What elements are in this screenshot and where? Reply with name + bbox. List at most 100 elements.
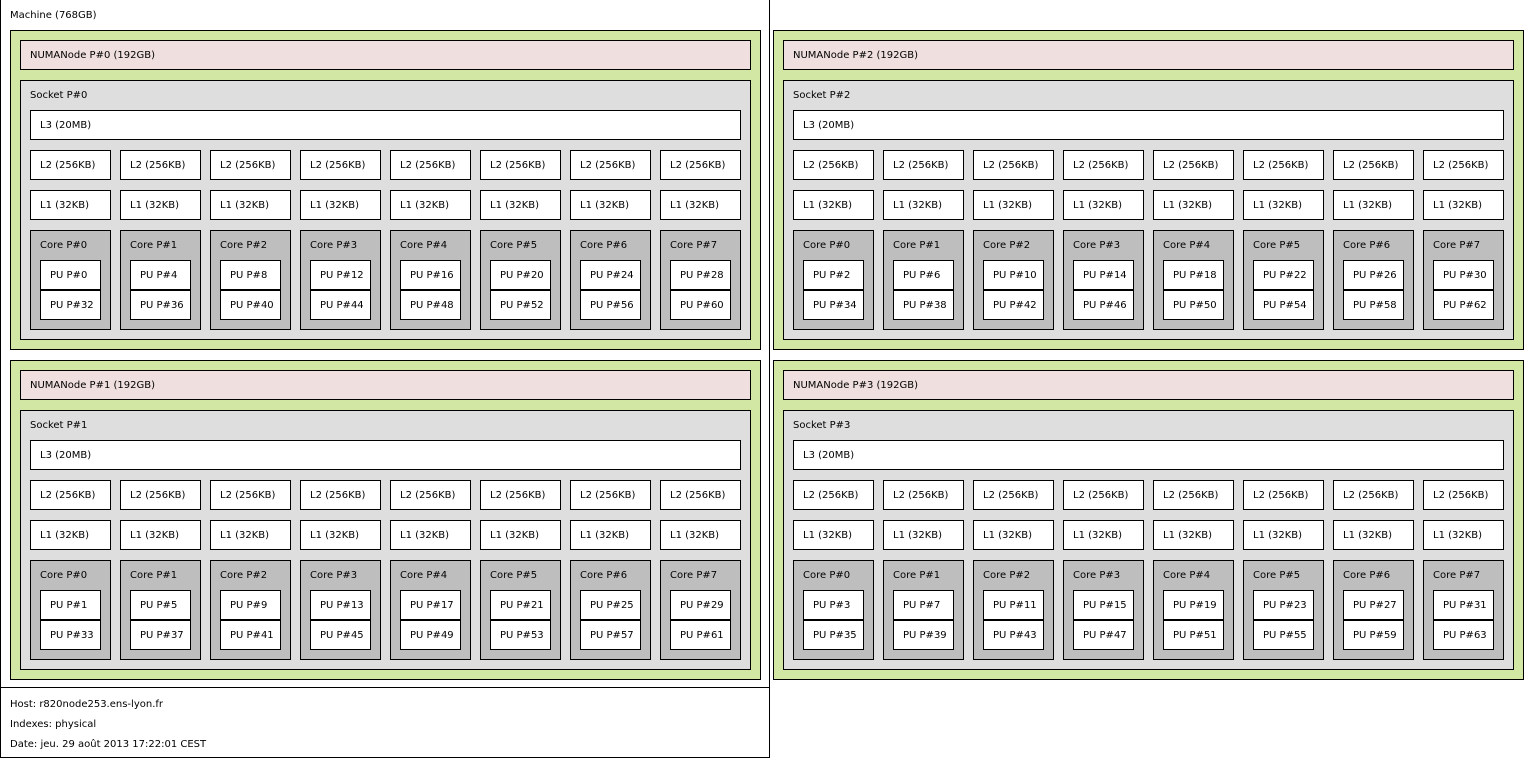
l1-cache <box>660 520 741 550</box>
socket-label: Socket P#2 <box>793 90 851 101</box>
l1-cache <box>30 520 111 550</box>
pu-label: PU P#37 <box>140 630 184 641</box>
pu-label: PU P#44 <box>320 300 364 311</box>
l1-cache <box>1063 190 1144 220</box>
l1-cache <box>120 190 201 220</box>
l1-cache <box>120 520 201 550</box>
l2-cache-label: L2 (256KB) <box>40 490 96 501</box>
l2-cache-label: L2 (256KB) <box>1073 490 1129 501</box>
pu-label: PU P#17 <box>410 600 454 611</box>
pu-box <box>1343 590 1404 620</box>
l2-cache <box>793 150 874 180</box>
l1-cache-label: L1 (32KB) <box>310 530 360 541</box>
l1-cache-label: L1 (32KB) <box>1343 530 1393 541</box>
core-label: Core P#5 <box>490 570 538 581</box>
l1-cache-label: L1 (32KB) <box>983 200 1033 211</box>
l2-cache-label: L2 (256KB) <box>1163 160 1219 171</box>
core-label: Core P#2 <box>983 570 1031 581</box>
l1-cache-label: L1 (32KB) <box>1253 530 1303 541</box>
l3-cache-label: L3 (20MB) <box>40 120 92 131</box>
l1-cache-label: L1 (32KB) <box>400 200 450 211</box>
pu-label: PU P#24 <box>590 270 634 281</box>
l1-cache-label: L1 (32KB) <box>400 530 450 541</box>
l2-cache-label: L2 (256KB) <box>1343 160 1399 171</box>
l2-cache <box>210 480 291 510</box>
l2-cache-label: L2 (256KB) <box>220 490 276 501</box>
l2-cache <box>1333 150 1414 180</box>
pu-label: PU P#31 <box>1443 600 1487 611</box>
legend-indexes: Indexes: physical <box>10 719 97 730</box>
l2-cache-label: L2 (256KB) <box>893 490 949 501</box>
socket-label: Socket P#0 <box>30 90 88 101</box>
pu-box <box>1163 620 1224 650</box>
pu-box <box>983 260 1044 290</box>
l2-cache <box>570 480 651 510</box>
core-label: Core P#2 <box>983 240 1031 251</box>
l2-cache-label: L2 (256KB) <box>670 160 726 171</box>
l1-cache-label: L1 (32KB) <box>1253 200 1303 211</box>
core-label: Core P#3 <box>310 570 358 581</box>
pu-label: PU P#5 <box>140 600 178 611</box>
l2-cache <box>300 150 381 180</box>
l2-cache-label: L2 (256KB) <box>580 160 636 171</box>
l2-cache <box>793 480 874 510</box>
numa-node-box <box>20 40 751 70</box>
core-label: Core P#4 <box>400 570 448 581</box>
pu-label: PU P#23 <box>1263 600 1307 611</box>
pu-label: PU P#0 <box>50 270 88 281</box>
pu-box <box>1253 620 1314 650</box>
pu-label: PU P#10 <box>993 270 1037 281</box>
pu-box <box>310 590 371 620</box>
pu-box <box>803 590 864 620</box>
core-label: Core P#1 <box>893 240 941 251</box>
pu-box <box>983 620 1044 650</box>
l2-cache <box>390 480 471 510</box>
pu-box <box>40 260 101 290</box>
l1-cache-label: L1 (32KB) <box>220 530 270 541</box>
pu-label: PU P#34 <box>813 300 857 311</box>
l2-cache-label: L2 (256KB) <box>1253 160 1309 171</box>
l2-cache-label: L2 (256KB) <box>893 160 949 171</box>
l1-cache <box>1063 520 1144 550</box>
pu-label: PU P#16 <box>410 270 454 281</box>
pu-label: PU P#61 <box>680 630 724 641</box>
core-label: Core P#6 <box>1343 570 1391 581</box>
numa-node-box <box>783 40 1514 70</box>
l1-cache-label: L1 (32KB) <box>803 200 853 211</box>
l3-cache <box>793 110 1504 140</box>
pu-label: PU P#50 <box>1173 300 1217 311</box>
l3-cache <box>30 110 741 140</box>
pu-box <box>1073 620 1134 650</box>
pu-label: PU P#59 <box>1353 630 1397 641</box>
l2-cache-label: L2 (256KB) <box>130 160 186 171</box>
pu-label: PU P#49 <box>410 630 454 641</box>
pu-box <box>490 620 551 650</box>
l1-cache-label: L1 (32KB) <box>1073 200 1123 211</box>
l2-cache <box>1063 480 1144 510</box>
pu-box <box>893 260 954 290</box>
l2-cache <box>300 480 381 510</box>
l2-cache-label: L2 (256KB) <box>1073 160 1129 171</box>
pu-label: PU P#20 <box>500 270 544 281</box>
l2-cache-label: L2 (256KB) <box>1253 490 1309 501</box>
l2-cache <box>30 480 111 510</box>
pu-label: PU P#29 <box>680 600 724 611</box>
pu-box <box>40 290 101 320</box>
pu-box <box>130 620 191 650</box>
l2-cache <box>1423 150 1504 180</box>
core-label: Core P#2 <box>220 240 268 251</box>
l2-cache-label: L2 (256KB) <box>490 160 546 171</box>
pu-box <box>400 620 461 650</box>
pu-label: PU P#53 <box>500 630 544 641</box>
l2-cache-label: L2 (256KB) <box>1163 490 1219 501</box>
pu-box <box>670 590 731 620</box>
pu-label: PU P#21 <box>500 600 544 611</box>
pu-label: PU P#45 <box>320 630 364 641</box>
pu-box <box>1433 590 1494 620</box>
l1-cache-label: L1 (32KB) <box>310 200 360 211</box>
pu-label: PU P#35 <box>813 630 857 641</box>
l2-cache <box>570 150 651 180</box>
core-label: Core P#7 <box>670 240 718 251</box>
l2-cache-label: L2 (256KB) <box>983 160 1039 171</box>
l1-cache <box>210 190 291 220</box>
